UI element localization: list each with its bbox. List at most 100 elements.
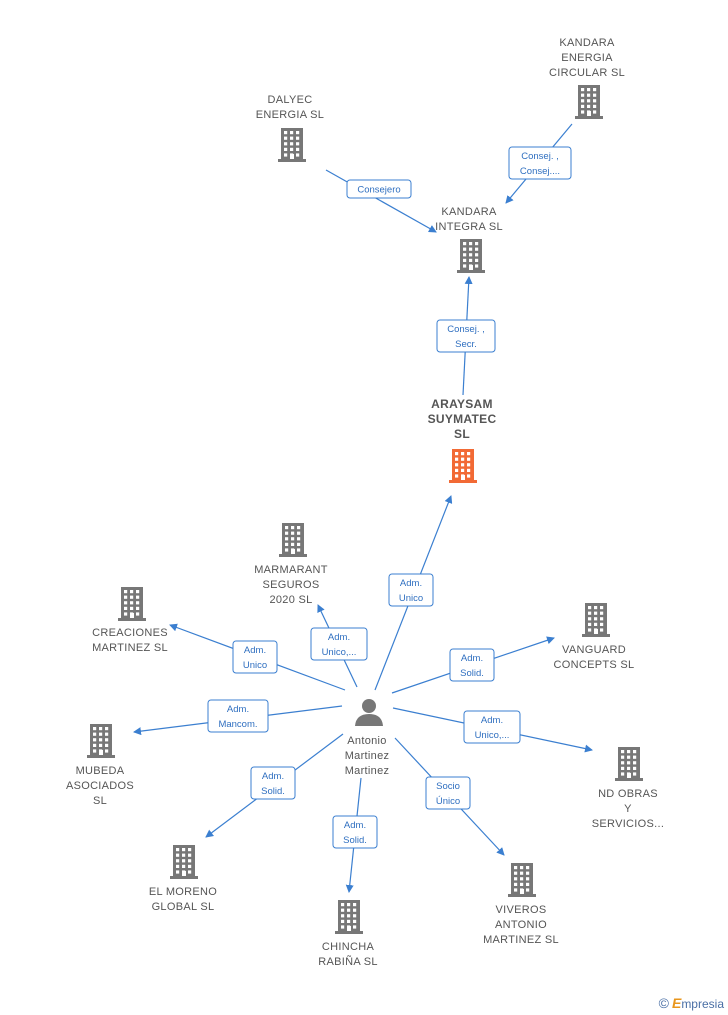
edge-label-box <box>425 776 471 810</box>
node-viveros[interactable]: VIVEROS ANTONIO MARTINEZ SL <box>483 863 559 946</box>
building-icon <box>449 449 477 483</box>
node-label-line: MUBEDA <box>76 765 125 777</box>
node-label-line: MARMARANT <box>254 564 328 576</box>
node-label-line: Antonio <box>347 735 386 747</box>
edge-label-kandara_circular-to-kandara_integra[interactable]: Consej. , Consej.... <box>508 146 572 180</box>
edge-label-dalyec-to-kandara_integra[interactable]: Consejero <box>346 179 412 199</box>
node-label-line: ND OBRAS <box>598 788 658 800</box>
node-label-line: Martinez <box>345 765 390 777</box>
edge-label-box <box>463 710 521 744</box>
node-label-line: MARTINEZ SL <box>483 934 559 946</box>
edge-label-antonio-to-vanguard[interactable]: Adm. Solid. <box>449 648 495 682</box>
edge-label-line: Consej.... <box>520 166 560 177</box>
person-icon <box>355 699 383 726</box>
copyright-symbol: © <box>658 995 669 1011</box>
building-icon <box>457 239 485 273</box>
edge-label-line: Consejero <box>357 185 400 196</box>
node-label-line: CHINCHA <box>322 941 375 953</box>
node-label-line: ANTONIO <box>495 919 547 931</box>
edge-label-line: Único <box>436 796 460 807</box>
node-label-line: MARTINEZ SL <box>92 642 168 654</box>
node-nd_obras[interactable]: ND OBRAS Y SERVICIOS... <box>592 747 664 830</box>
edge-label-antonio-to-marmarant[interactable]: Adm. Unico,... <box>310 627 368 661</box>
building-icon <box>335 900 363 934</box>
edge-label-box <box>232 640 278 674</box>
edge-label-line: Adm. <box>400 578 422 589</box>
node-label-line: VIVEROS <box>495 904 546 916</box>
edge-label-line: Unico <box>243 660 267 671</box>
node-label-line: SERVICIOS... <box>592 818 664 830</box>
edge-label-box <box>207 699 269 733</box>
edge-label-line: Unico,... <box>475 730 510 741</box>
brand-watermark: ©Empresia <box>659 995 724 1011</box>
node-label-line: RABIÑA SL <box>318 955 378 968</box>
edge-label-box <box>388 573 434 607</box>
building-icon <box>575 85 603 119</box>
node-label-line: Martinez <box>345 750 390 762</box>
edge-label-line: Unico <box>399 593 423 604</box>
edge-label-antonio-to-creaciones[interactable]: Adm.Unico <box>232 640 278 674</box>
edge-label-araysam-to-kandara_integra[interactable]: Consej. , Secr. <box>436 319 496 353</box>
edge-label-line: Unico,... <box>322 647 357 658</box>
node-label-line: EL MORENO <box>149 886 217 898</box>
edge-label-line: Adm. <box>481 715 503 726</box>
edge-label-line: Consej. , <box>521 151 559 162</box>
edge-label-box <box>346 179 412 199</box>
node-mubeda[interactable]: MUBEDA ASOCIADOS SL <box>66 724 134 807</box>
node-label-line: ASOCIADOS <box>66 780 134 792</box>
node-label-line: CONCEPTS SL <box>554 659 635 671</box>
edge-label-line: Adm. <box>328 632 350 643</box>
building-icon <box>582 603 610 637</box>
node-label-line: SL <box>454 427 470 441</box>
node-label-line: KANDARA <box>441 206 497 218</box>
edge-label-line: Adm. <box>344 820 366 831</box>
edge-label-line: Solid. <box>460 668 484 679</box>
node-vanguard[interactable]: VANGUARD CONCEPTS SL <box>554 603 635 671</box>
building-icon <box>615 747 643 781</box>
edge-label-antonio-to-el_moreno[interactable]: Adm. Solid. <box>250 766 296 800</box>
node-label-line: Y <box>624 803 632 815</box>
edge-label-line: Adm. <box>227 704 249 715</box>
node-label-line: VANGUARD <box>562 644 626 656</box>
edge-label-line: Secr. <box>455 339 477 350</box>
edge-label-line: Mancom. <box>218 719 257 730</box>
edge-label-line: Adm. <box>461 653 483 664</box>
edge-label-line: Consej. , <box>447 324 485 335</box>
node-chincha[interactable]: CHINCHA RABIÑA SL <box>318 900 378 968</box>
edge-label-antonio-to-chincha[interactable]: Adm. Solid. <box>332 815 378 849</box>
edge-label-box <box>508 146 572 180</box>
building-icon <box>170 845 198 879</box>
edge-label-box <box>449 648 495 682</box>
building-icon <box>508 863 536 897</box>
node-label-line: 2020 SL <box>269 594 312 606</box>
edge-label-antonio-to-araysam[interactable]: Adm. Unico <box>388 573 434 607</box>
building-icon <box>278 128 306 162</box>
edge-label-line: Solid. <box>343 835 367 846</box>
edge-label-box <box>332 815 378 849</box>
edge-label-antonio-to-nd_obras[interactable]: Adm. Unico,... <box>463 710 521 744</box>
building-icon <box>118 587 146 621</box>
edge-label-box <box>250 766 296 800</box>
node-label-line: SUYMATEC <box>428 412 497 426</box>
node-label-line: DALYEC <box>268 94 313 106</box>
edge-label-box <box>310 627 368 661</box>
node-el_moreno[interactable]: EL MORENO GLOBAL SL <box>149 845 217 913</box>
node-label-line: GLOBAL SL <box>152 901 215 913</box>
node-label-line: SL <box>93 795 107 807</box>
edge-label-line: Solid. <box>261 786 285 797</box>
node-label-line: ENERGIA <box>561 52 613 64</box>
node-label-line: ARAYSAM <box>431 397 493 411</box>
building-icon <box>87 724 115 758</box>
edge-label-antonio-to-mubeda[interactable]: Adm. Mancom. <box>207 699 269 733</box>
edge-label-line: Adm. <box>262 771 284 782</box>
edge-line-dalyec-to-kandara_integra <box>325 169 437 233</box>
